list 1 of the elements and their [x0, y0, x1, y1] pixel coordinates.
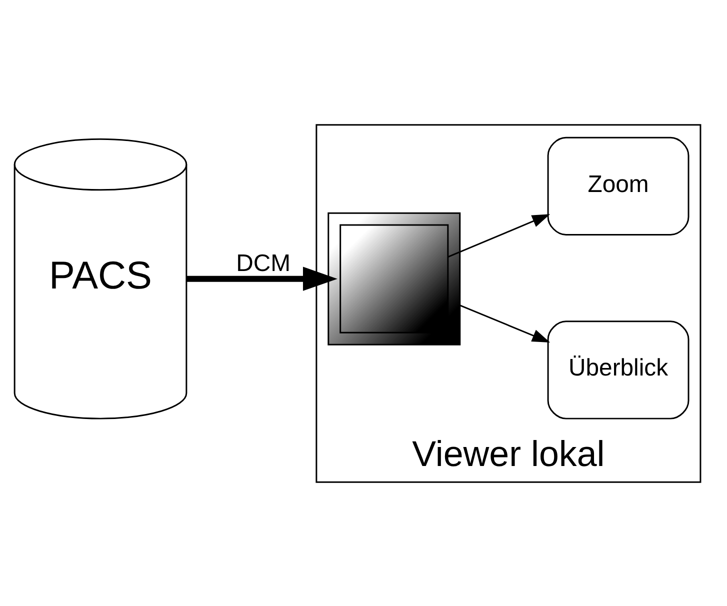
- edge-label: DCM: [236, 250, 291, 277]
